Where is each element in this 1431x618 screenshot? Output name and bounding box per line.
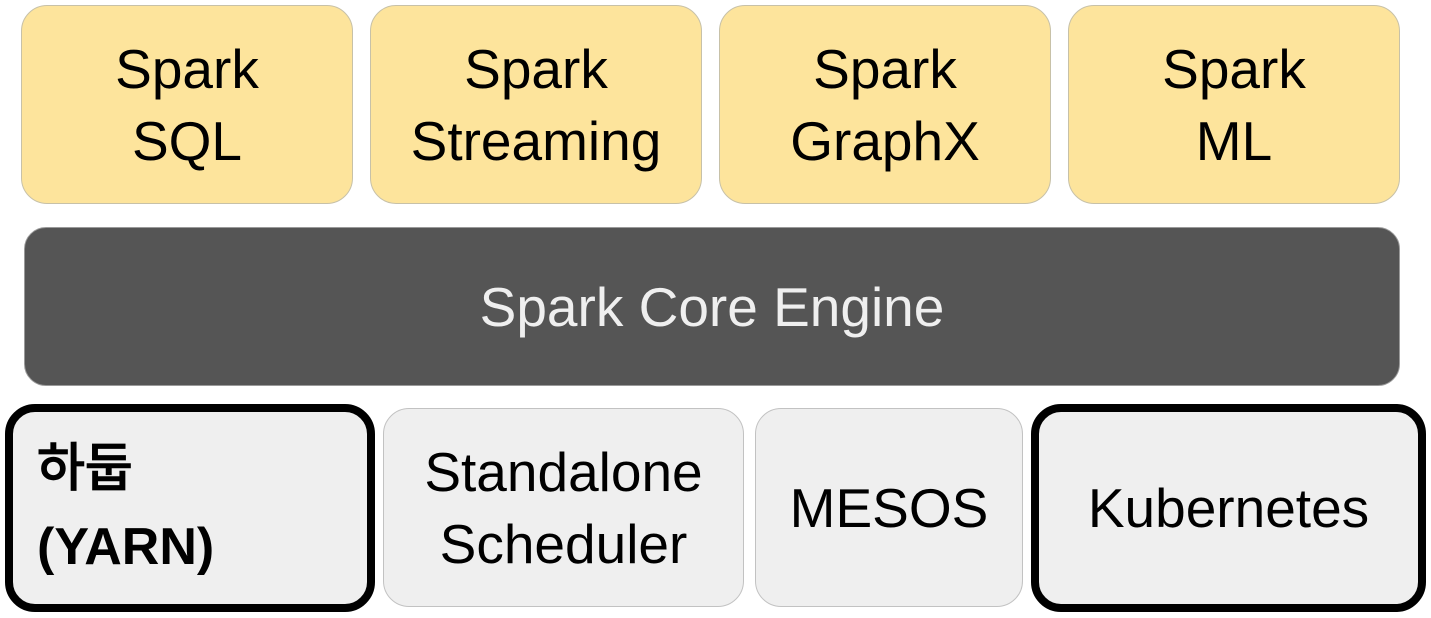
spark-ml-box: Spark ML <box>1068 5 1400 204</box>
hadoop-yarn-box: 하둡 (YARN) <box>5 404 375 612</box>
standalone-scheduler-line1: Standalone <box>424 440 703 503</box>
spark-graphx-box: Spark GraphX <box>719 5 1051 204</box>
kubernetes-label: Kubernetes <box>1087 477 1370 539</box>
spark-graphx-line2: GraphX <box>790 109 980 172</box>
spark-streaming-line1: Spark <box>464 37 608 100</box>
standalone-scheduler-box: Standalone Scheduler <box>383 408 744 607</box>
spark-ml-line1: Spark <box>1162 37 1306 100</box>
hadoop-yarn-line2: (YARN) <box>37 518 215 576</box>
spark-sql-line2: SQL <box>131 109 243 172</box>
spark-streaming-box: Spark Streaming <box>370 5 702 204</box>
hadoop-yarn-line1: 하둡 <box>37 440 133 498</box>
spark-sql-line1: Spark <box>115 37 259 100</box>
spark-streaming-line2: Streaming <box>410 109 662 172</box>
mesos-label: MESOS <box>789 476 989 539</box>
spark-sql-box: Spark SQL <box>21 5 353 204</box>
mesos-box: MESOS <box>755 408 1023 607</box>
standalone-scheduler-line2: Scheduler <box>439 512 688 575</box>
spark-ml-line2: ML <box>1195 109 1273 172</box>
spark-graphx-line1: Spark <box>813 37 957 100</box>
kubernetes-box: Kubernetes <box>1031 404 1426 612</box>
spark-core-engine-box: Spark Core Engine <box>24 227 1400 386</box>
spark-core-engine-label: Spark Core Engine <box>479 275 945 338</box>
